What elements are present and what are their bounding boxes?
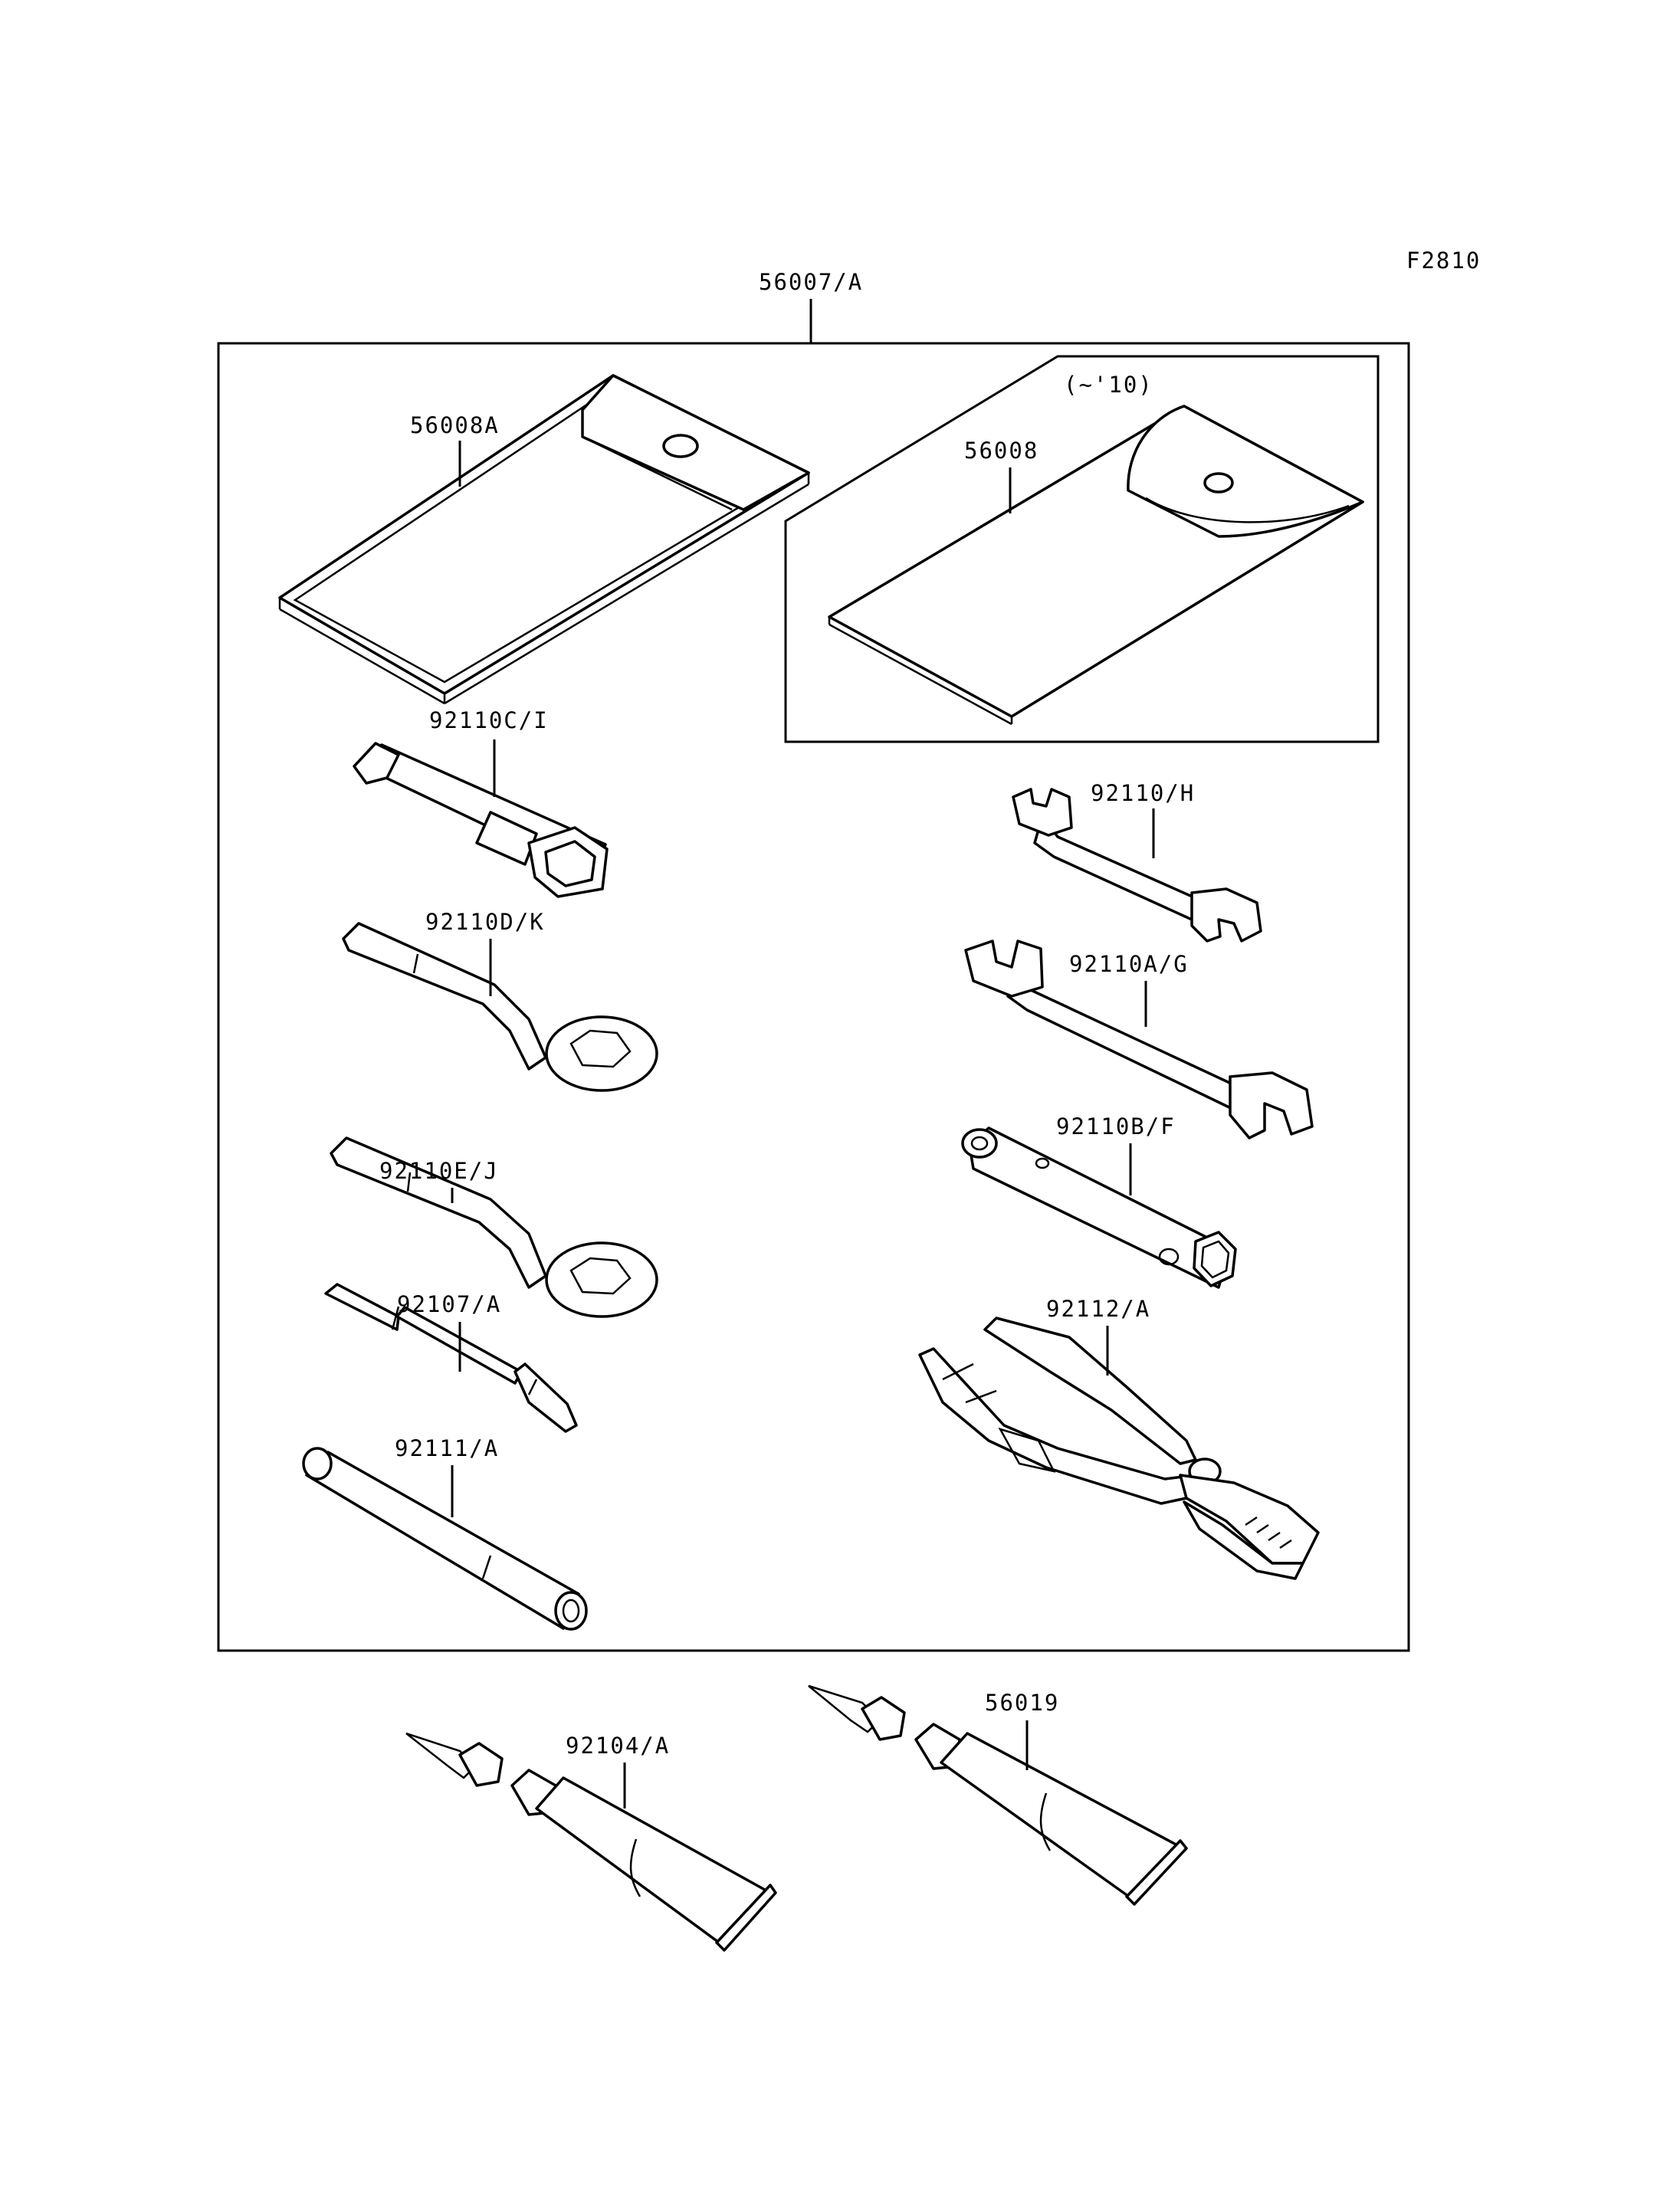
tool-case-a-drawing <box>278 374 810 705</box>
label-wrench-h[interactable]: 92110/H <box>1091 780 1195 806</box>
label-plug-wrench[interactable]: 92110C/I <box>429 707 549 733</box>
open-wrench-ag-drawing <box>964 939 1314 1139</box>
open-wrench-h-drawing <box>1012 788 1262 943</box>
label-box-wrench-bf[interactable]: 92110B/F <box>1056 1113 1176 1139</box>
grease-tube-a-drawing <box>405 1732 777 1952</box>
grease-tube-b-drawing <box>808 1684 1188 1906</box>
label-pliers[interactable]: 92112/A <box>1046 1296 1150 1322</box>
tool-case-b-drawing <box>828 405 1364 726</box>
label-kit[interactable]: 56007/A <box>759 269 863 295</box>
label-handle[interactable]: 92111/A <box>395 1435 499 1461</box>
figure-code: F2810 <box>1406 248 1481 274</box>
label-grease-b[interactable]: 56019 <box>985 1690 1059 1716</box>
label-case-b[interactable]: 56008 <box>964 438 1039 464</box>
label-wrench-ag[interactable]: 92110A/G <box>1069 951 1189 977</box>
tool-handle-drawing <box>302 1447 588 1631</box>
pliers-drawing <box>918 1317 1320 1580</box>
spark-plug-wrench-drawing <box>353 742 609 898</box>
label-ring-wrench-ej[interactable]: 92110E/J <box>379 1158 499 1184</box>
label-ring-wrench-dk[interactable]: 92110D/K <box>425 909 545 935</box>
box-wrench-bf-drawing <box>961 1126 1237 1289</box>
ring-wrench-ej-drawing <box>330 1136 658 1318</box>
label-case-a[interactable]: 56008A <box>410 412 500 438</box>
label-case-b-note: (~'10) <box>1064 372 1153 398</box>
kit-frame <box>217 342 1410 1652</box>
label-screwdriver[interactable]: 92107/A <box>397 1291 501 1317</box>
ring-wrench-dk-drawing <box>342 922 658 1092</box>
case-b-frame <box>784 355 1380 743</box>
label-grease-a[interactable]: 92104/A <box>566 1733 670 1759</box>
